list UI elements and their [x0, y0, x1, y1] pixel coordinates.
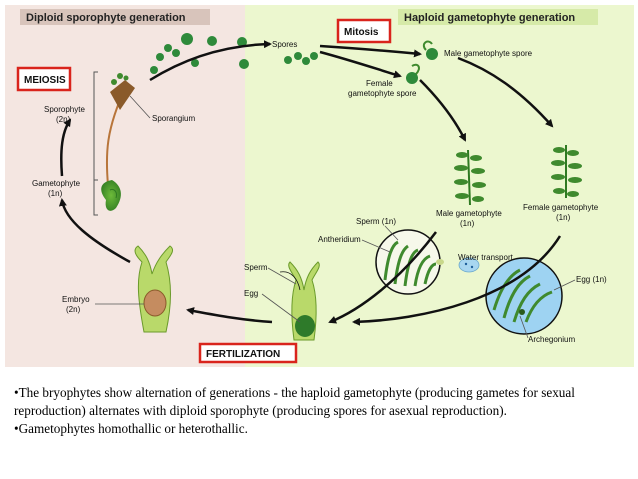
water-drop	[458, 257, 480, 273]
female-spore	[406, 63, 420, 84]
egg-pointer	[261, 293, 301, 323]
female-gametophyte-ploidy: (1n)	[556, 213, 571, 222]
archegonium-label: Archegonium	[528, 335, 575, 344]
gametophyte-label: Gametophyte	[32, 179, 81, 188]
antheridium-label: Antheridium	[318, 235, 361, 244]
header-left-box	[20, 9, 210, 25]
embryo-ploidy: (2n)	[66, 305, 81, 314]
sporophyte-ploidy: (2n)	[56, 115, 71, 124]
header-right-box	[398, 9, 598, 25]
male-gametophyte-label: Male gametophyte	[436, 209, 502, 218]
spores-cluster	[284, 52, 318, 65]
female-spore-label-2: gametophyte spore	[348, 89, 417, 98]
gametophyte-ploidy: (1n)	[48, 189, 63, 198]
header-diploid: Diploid sporophyte generation	[26, 12, 186, 24]
archegonium-pointer	[519, 315, 529, 339]
fertilization-label: FERTILIZATION	[206, 349, 280, 360]
gametophyte-bracket	[93, 179, 98, 216]
male-gametophyte-ploidy: (1n)	[460, 219, 475, 228]
female-gametophyte-label: Female gametophyte	[523, 203, 599, 212]
mitosis-label: Mitosis	[344, 27, 379, 38]
embryo-label: Embryo	[62, 295, 90, 304]
water-transport-label: Water transport	[458, 253, 514, 262]
sperm-1n-label: Sperm (1n)	[356, 217, 396, 226]
male-spore	[422, 40, 438, 60]
diploid-background	[5, 5, 245, 367]
meiosis-label: MEIOSIS	[24, 75, 66, 86]
egg-1n-pointer	[553, 279, 576, 291]
spore-dots	[150, 33, 249, 74]
sperm-pointer	[267, 267, 297, 285]
sporophyte-plant	[101, 73, 135, 211]
spores-label: Spores	[272, 40, 297, 49]
fertilization-box	[198, 342, 298, 364]
female-spore-label-1: Female	[366, 79, 393, 88]
antheridium-pointer	[361, 239, 391, 253]
meiosis-box	[16, 66, 72, 92]
sporangium-label: Sporangium	[152, 114, 195, 123]
fertilization-structure	[279, 261, 320, 341]
male-spore-label: Male gametophyte spore	[444, 49, 533, 58]
caption-line-1: •The bryophytes show alternation of gene…	[14, 385, 575, 418]
header-haploid: Haploid gametophyte generation	[404, 12, 575, 24]
egg-label: Egg	[244, 289, 258, 298]
female-gametophyte-plant	[551, 145, 582, 198]
mitosis-box	[336, 18, 392, 44]
caption-line-2: •Gametophytes homothallic or heterothall…	[14, 421, 248, 436]
sporangium-pointer	[129, 95, 151, 119]
sperm-label: Sperm	[244, 263, 268, 272]
life-cycle-diagram: Diploid sporophyte generation Haploid ga…	[5, 5, 634, 367]
sporophyte-label: Sporophyte	[44, 105, 85, 114]
caption: •The bryophytes show alternation of gene…	[14, 384, 626, 438]
egg-1n-label: Egg (1n)	[576, 275, 607, 284]
cycle-arrows	[58, 40, 562, 326]
archegonium-view	[485, 257, 563, 335]
male-gametophyte-plant	[454, 149, 486, 206]
embryo-structure	[134, 245, 173, 333]
sperm-1n-pointer	[384, 225, 399, 241]
